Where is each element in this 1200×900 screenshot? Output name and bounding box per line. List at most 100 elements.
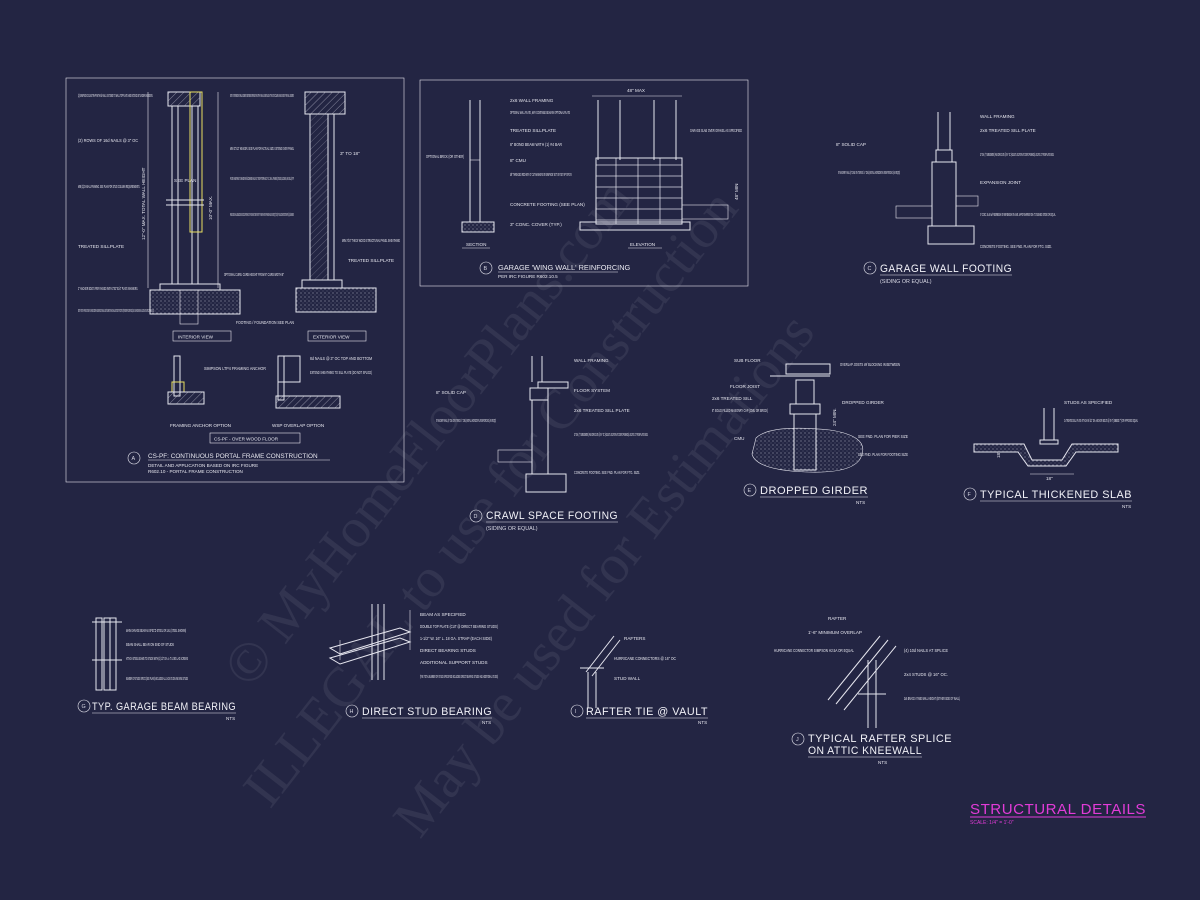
note-a-3: MIN (2)2X WALL FRAMING. SEE PLAN FOR STU… [78, 184, 140, 189]
label-interior-view: INTERIOR VIEW [178, 335, 214, 340]
note-b-2: OPTIONAL WALL PLATE, MAY CONTINUE BEAM I… [510, 110, 570, 115]
detail-i-rafter-tie: RAFTERS HURRICANE CONNECTORS @ 16" OC ST… [570, 635, 708, 725]
note-j-5: 2x4 STUDS @ 16" OC. [904, 672, 948, 677]
detail-d-subtitle: (SIDING OR EQUAL) [486, 526, 538, 532]
note-e-5: DROPPED GIRDER [842, 400, 885, 405]
detail-e-dropped-girder: SUB FLOOR OVERLAP JOISTS W/ BLOCKING IN … [712, 358, 908, 505]
detail-c-marker [863, 261, 877, 275]
note-a-7: NOTE: AT INTERMEDIATE WALL SEGMENTS BETW… [230, 93, 294, 98]
note-c-6: EXPANSION JOINT [980, 180, 1021, 185]
note-a-6: NOTE: FOR CPV APPLICATIONS AT GARAGE DOO… [78, 308, 154, 313]
note-h-1: BEAM AS SPECIFIED [420, 612, 466, 617]
dim-a-panel-height: 10'-0" MAX. [208, 196, 213, 220]
dim-a-total-height: 12"-0" MAX. TOTAL WALL HEIGHT [141, 167, 146, 240]
detail-h-title: DIRECT STUD BEARING [362, 706, 492, 718]
detail-i-marker [570, 704, 584, 718]
note-j-6: 2x6 BRACE AT MID WALL HEIGHT (EITHER SID… [904, 696, 960, 701]
dim-e-24-min: 24" MIN. [832, 408, 837, 426]
note-i-1: RAFTERS [624, 636, 645, 641]
detail-c-letter: C [868, 266, 872, 272]
label-a-see-plan: SEE PLAN [174, 178, 196, 183]
note-d-2: FLOOR SYSTEM [574, 388, 610, 393]
note-e-8: SEE FND. PLAN FOR PIER SIZE [858, 434, 908, 439]
note-j-1: RAFTER [828, 616, 847, 621]
note-h-5: ADDITIONAL SUPPORT STUDS [420, 660, 488, 665]
detail-b-border [419, 79, 749, 287]
note-i-3: STUD WALL [614, 676, 641, 681]
detail-e-marker [743, 483, 757, 497]
detail-j-marker [791, 732, 805, 746]
detail-d-title: CRAWL SPACE FOOTING [486, 510, 618, 522]
note-d-4: 2x6 TREATED SILL PLATE [574, 408, 630, 413]
detail-j-letter: J [796, 737, 799, 743]
detail-a-subtitle-2: R602.10 - PORTAL FRAME CONSTRUCTION [148, 469, 243, 474]
detail-h-letter: H [350, 709, 354, 715]
detail-b-title: GARAGE 'WING WALL' REINFORCING [498, 263, 631, 272]
note-d-1: WALL FRAMING [574, 358, 609, 363]
note-c-2: 2x6 TREATED SILL PLATE [980, 128, 1036, 133]
dim-b-48-max: 48" MAX [627, 88, 645, 93]
note-f-1: STUDS AS SPECIFIED [1064, 400, 1113, 405]
note-e-1: SUB FLOOR [734, 358, 761, 363]
detail-f-thickened-slab: STUDS AS SPECIFIED 2x TREATED SILL PLATE… [963, 400, 1138, 509]
note-e-2: OVERLAP JOISTS W/ BLOCKING IN BETWEEN [840, 362, 900, 367]
detail-e-letter: E [748, 488, 752, 494]
note-c-3: 8" SOLID CAP [836, 142, 866, 147]
note-d-6: 10" DIA. (7" EMBEDMENT) ANCHOR BOLTS @ 6… [574, 432, 648, 437]
note-g-2: BEAM SHALL BEAR ON END OF STUDS [126, 642, 174, 647]
detail-e-subtitle: NTS [856, 500, 865, 505]
detail-j-title-line-1: TYPICAL RAFTER SPLICE [808, 733, 952, 745]
dim-b-48-min: 48" MIN [734, 184, 739, 200]
dim-a-curb: 3" TO 18" [340, 151, 360, 156]
note-c-7: 4" CONC. SLAB w/ FIBERMESH OR WIREMESH O… [980, 212, 1056, 217]
note-b-5: 8" CMU [510, 158, 526, 163]
note-d-3: 8" SOLID CAP [436, 390, 466, 395]
note-a-16: 8d NAILS @ 3" OC TOP AND BOTTOM [310, 356, 372, 361]
detail-a-subtitle-1: DETAIL AND APPLICATION BASED ON IRC FIGU… [148, 463, 258, 468]
detail-a-letter: A [132, 456, 136, 462]
label-exterior-view: EXTERIOR VIEW [313, 335, 350, 340]
note-i-2: HURRICANE CONNECTORS @ 16" OC [614, 656, 677, 661]
note-a-10: PANEL EDGES SHALL BE BLOCKED AND OCCUR W… [230, 212, 294, 217]
note-j-4: (4) 10d NAILS AT SPLICE [904, 648, 948, 653]
detail-a-border [65, 77, 405, 483]
note-f-2: 2x TREATED SILL PLATE ATTACH W/ 1/2" DIA… [1064, 418, 1138, 423]
note-a-5: 2" ANCHOR BOLTS PER RAISED WITH 3"X3"X1/… [78, 286, 138, 291]
detail-f-title: TYPICAL THICKENED SLAB [980, 489, 1132, 501]
note-g-1: MAIN GARAGE BEAM AS SPEC'D STEEL OR LVL … [126, 628, 186, 633]
label-framing-anchor-option: FRAMING ANCHOR OPTION [170, 423, 231, 428]
note-h-3: 1-1/2" W. 16" L. 18 GA. STRAP (EACH SIDE… [420, 636, 492, 641]
detail-g-garage-beam-bearing: MAIN GARAGE BEAM AS SPEC'D STEEL OR LVL … [77, 617, 236, 721]
detail-g-letter: G [82, 704, 86, 710]
note-c-4: 10" DIA. (7" EMBEDMENT) ANCHOR BOLTS @ 6… [980, 152, 1054, 157]
note-a-2: (2) ROWS OF 16d NAILS @ 3" OC [78, 138, 139, 143]
detail-h-subtitle: NTS [482, 720, 491, 725]
note-b-9: OPTIONAL BRICK (OR OTHER) [426, 154, 464, 159]
detail-a-portal-frame: INTERIOR VIEW EXTERIOR VIEW FRAMING ANCH… [65, 77, 405, 483]
note-b-4: 8" BOND BEAM WITH (1) #4 BAR [510, 142, 563, 147]
note-a-14: FOOTING / FOUNDATION SEE PLAN [236, 320, 294, 325]
detail-g-marker [77, 699, 91, 713]
strap-yellow [189, 91, 203, 233]
note-e-7: CMU [734, 436, 744, 441]
note-h-2: DOUBLE TOP PLATE (CUT @ DIRECT BEARING S… [420, 624, 498, 629]
detail-g-title: TYP. GARAGE BEAM BEARING [92, 701, 236, 713]
note-d-5: 8" MASONRY WALL (8" CMU OR 4" BRICK / 4"… [436, 418, 496, 423]
detail-b-letter: B [484, 266, 488, 272]
detail-c-subtitle: (SIDING OR EQUAL) [880, 279, 932, 285]
note-a-15: SIMPSON LTP4 FRAMING ANCHOR [204, 366, 267, 371]
sheet-title: STRUCTURAL DETAILS [970, 801, 1146, 818]
dim-f-depth: 18" [996, 451, 1001, 458]
note-a-1: (2) SIMPSON CS16 STRAP WITH 8d NAILS. EX… [78, 93, 153, 98]
note-e-4: 2x6 TREATED SILL [712, 396, 753, 401]
note-b-8: 3" CONC. COVER (TYP.) [510, 222, 562, 227]
detail-d-crawl-space-footing: WALL FRAMING FLOOR SYSTEM 8" SOLID CAP 2… [436, 356, 648, 532]
detail-f-marker [963, 487, 977, 501]
note-b-10: GARAGE SLAB OVER GRAVEL AS SPECIFIED [690, 128, 742, 133]
detail-j-title-line-2: ON ATTIC KNEEWALL [808, 745, 922, 757]
dim-f-width: 18" [1046, 476, 1053, 481]
detail-i-subtitle: NTS [698, 720, 707, 725]
label-wsp-overlap-option: WSP OVERLAP OPTION [272, 423, 324, 428]
